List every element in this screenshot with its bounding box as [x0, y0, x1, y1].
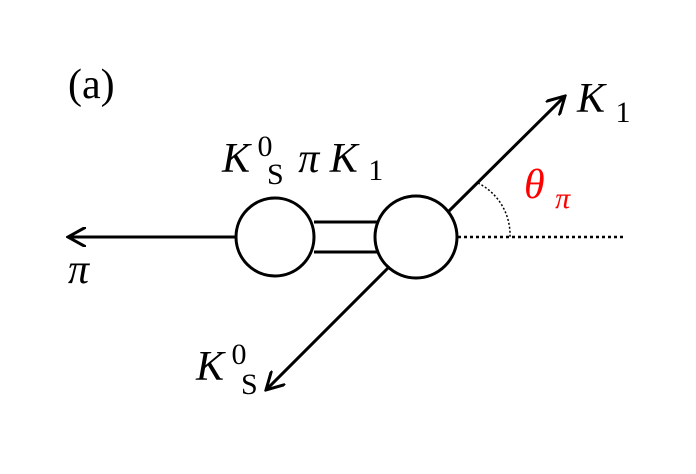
- left-circle: [234, 196, 316, 278]
- k1-arrow: [447, 96, 565, 213]
- k0-label-sup: 0: [232, 338, 247, 371]
- compound-pi: π: [298, 136, 320, 182]
- theta-sub: π: [555, 182, 571, 215]
- compound-label: K 0 S π K 1: [221, 120, 383, 194]
- k0-label-sub: S: [241, 368, 258, 401]
- compound-k-sub: S: [267, 158, 284, 191]
- panel-label: (a): [68, 62, 115, 108]
- theta-symbol: θ: [524, 162, 545, 208]
- angle-arc: [477, 182, 511, 238]
- k1-label: K 1: [576, 76, 631, 129]
- k1-label-sub: 1: [616, 96, 631, 129]
- k1-label-k: K: [576, 76, 607, 122]
- compound-k-sup: 0: [258, 130, 273, 163]
- compound-k1-sub: 1: [368, 154, 383, 187]
- k0-label: K 0 S: [195, 328, 258, 401]
- compound-k: K: [221, 136, 252, 182]
- pi-label: π: [68, 247, 90, 293]
- right-circle: [373, 194, 459, 280]
- k0-arrow: [266, 266, 390, 390]
- theta-label: θ π: [524, 162, 571, 215]
- compound-k1: K: [329, 136, 360, 182]
- k0-label-k: K: [195, 344, 226, 390]
